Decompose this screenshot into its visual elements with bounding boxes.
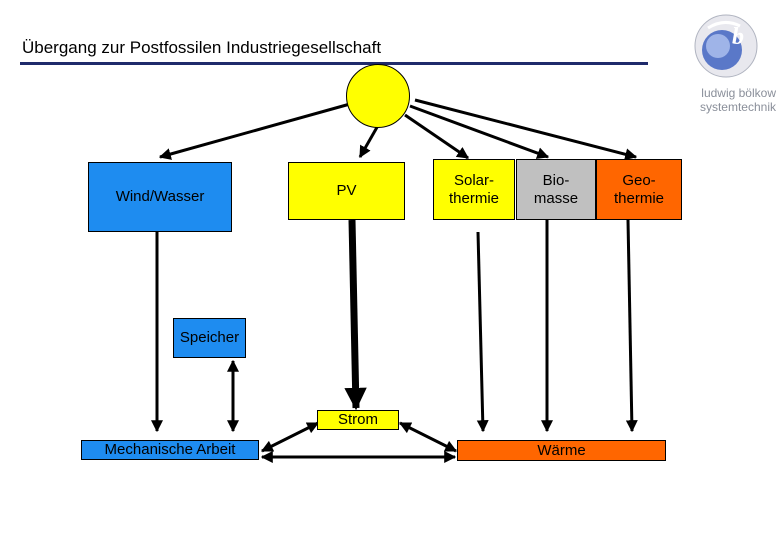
mechanische-arbeit-label: Mechanische Arbeit [104, 441, 236, 458]
biomasse-box: Bio- masse [516, 159, 596, 220]
pv-box: PV [288, 162, 405, 220]
title-underline [20, 62, 648, 65]
arrow-sun-to-geo [414, 98, 638, 161]
strom-box: Strom [317, 410, 399, 430]
arrow-sun-to-solar [404, 113, 469, 160]
sun-circle [346, 64, 410, 128]
waerme-label: Wärme [537, 441, 586, 459]
geothermie-label-1: Geo- [622, 171, 656, 189]
arrow-pv-to-strom [344, 219, 367, 411]
speicher-box: Speicher [173, 318, 246, 358]
geothermie-box: Geo- thermie [596, 159, 682, 220]
page-title: Übergang zur Postfossilen Industriegesel… [22, 38, 382, 57]
biomasse-label-2: masse [533, 189, 579, 207]
waerme-box: Wärme [457, 440, 666, 461]
strom-label: Strom [337, 411, 378, 428]
logo-line-2: systemtechnik [699, 100, 776, 114]
logo-line-1: ludwig bölkow [701, 86, 776, 100]
pv-label: PV [336, 182, 357, 199]
solarthermie-label-1: Solar- [453, 171, 494, 189]
geothermie-label-2: thermie [613, 189, 665, 207]
company-logo-icon: b [694, 14, 758, 78]
arrow-sun-to-bio [409, 104, 550, 159]
company-name: ludwig bölkow systemtechnik [686, 86, 776, 114]
mechanische-arbeit-box: Mechanische Arbeit [81, 440, 259, 460]
solarthermie-box: Solar- thermie [433, 159, 515, 220]
biomasse-label-1: Bio- [542, 171, 570, 189]
wind-water-box: Wind/Wasser [88, 162, 232, 232]
arrow-sun-to-wind [158, 102, 351, 160]
wind-water-label: Wind/Wasser [115, 188, 205, 205]
svg-text:b: b [732, 24, 744, 50]
speicher-label: Speicher [179, 329, 240, 346]
arrow-strom-to-waerme [398, 421, 458, 453]
arrow-strom-to-mech [260, 421, 320, 453]
arrow-solar-to-waerme [476, 231, 489, 433]
arrow-geo-to-waerme [625, 219, 638, 433]
solarthermie-label-2: thermie [448, 189, 500, 207]
